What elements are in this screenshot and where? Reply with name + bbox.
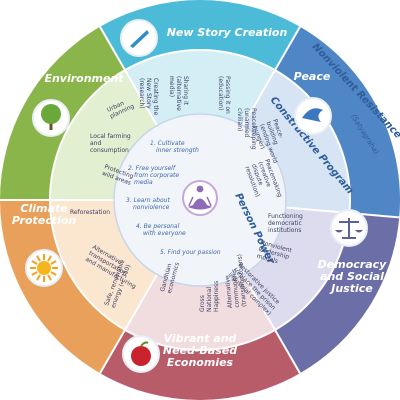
tree-icon [32,99,70,137]
divider-3 [242,273,301,374]
divider-lines [0,26,400,374]
center-step-4: 4. Be personal with everyone [136,223,186,237]
scales-icon [330,209,368,247]
sector-inner-democracy [243,207,350,330]
sector-icons [25,19,368,373]
item-new_story-1: Sharing it(alternativemedia) [168,76,189,111]
item-economies-1: GrossNationalHappiness [199,281,220,312]
meditating-person-icon [182,180,218,216]
center-step-2: 2. Free yourself from corporate media [128,165,181,186]
item-peace-0: Peacekeeping(unarmedcivilian) [236,108,257,150]
sector-climate [0,200,125,374]
sector-inner-economies [125,274,275,350]
item-climate-2: Reforestation [70,209,110,216]
item-new_story-0: Creating theNew Story(research) [138,78,159,116]
divider-0 [99,26,158,127]
sector-peace [275,26,400,218]
inner-sectors-layer [50,50,350,350]
center-circle: 1. Cultivate inner strength 2. Free your… [113,113,287,287]
sector-title-peace: Peace [294,70,331,83]
center-step-3: 3. Learn about nonviolence [126,197,172,211]
item-new_story-2: Passing it on(education) [217,76,231,114]
divider-1 [242,26,301,127]
sector-inner-environment [50,70,157,200]
sector-inner-climate [50,200,157,330]
dove-icon [294,97,332,135]
sector-title-environment: Environment [44,72,124,85]
sector-inner-peace [243,70,350,214]
divider-4 [99,273,158,374]
center-step-1: 1. Cultivate inner strength [150,140,199,154]
sector-democracy [275,213,400,374]
pen-icon [120,19,158,57]
item-economies-0: Alternativecommunities(transition towns) [222,254,248,309]
sun-icon [25,249,63,287]
sector-title-new-story: New Story Creation [167,26,288,39]
center-step-5: 5. Find your passion [160,249,221,256]
mid-ring [49,49,351,351]
sector-inner-new-story [125,50,275,126]
apple-icon [122,335,160,373]
